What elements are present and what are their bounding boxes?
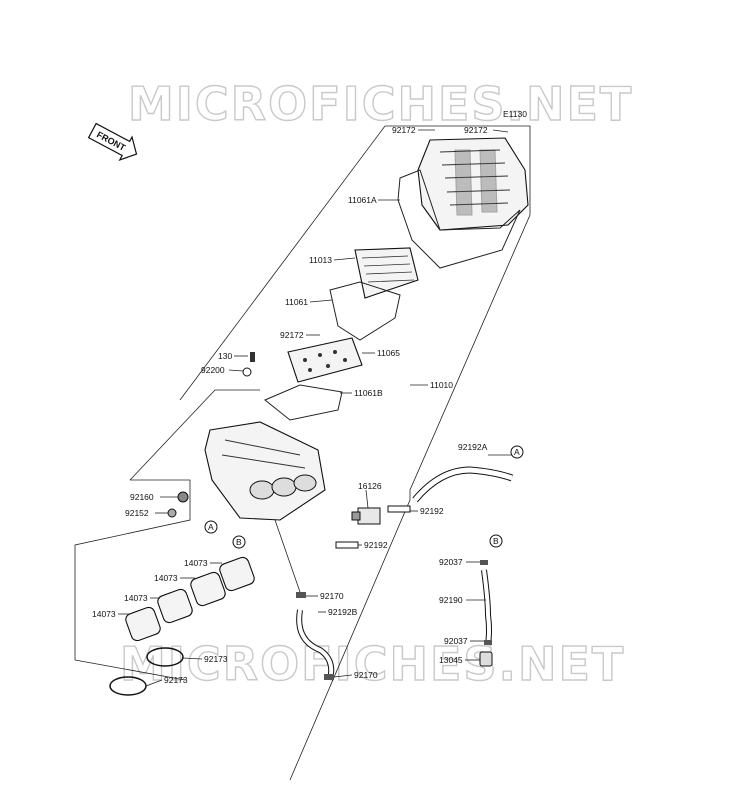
label-11013: 11013 (309, 255, 332, 265)
label-11010: 11010 (430, 380, 453, 390)
clamp-92170-b (324, 674, 334, 680)
label-92173-a: 92173 (204, 654, 228, 664)
watermark-bottom: MICROFICHES.NET (120, 637, 625, 691)
label-92037-a: 92037 (439, 557, 463, 567)
gasket-11061b (264, 384, 343, 421)
label-92192b: 92192B (328, 607, 358, 617)
ref-a1-label: A (514, 447, 520, 457)
label-92172-c: 92172 (280, 330, 304, 340)
label-92172-a: 92172 (392, 125, 416, 135)
label-11061: 11061 (285, 297, 308, 307)
watermark-top: MICROFICHES.NET (128, 77, 633, 131)
bolt-130 (242, 352, 255, 377)
assembly-frame (289, 125, 531, 781)
label-92200: 92200 (201, 365, 225, 375)
label-92192-a: 92192 (420, 506, 444, 516)
label-14073-a: 14073 (184, 558, 208, 568)
collar-92152 (167, 508, 177, 518)
ref-circle-a2 (204, 520, 218, 534)
ref-circle-a1 (510, 445, 524, 459)
label-92192-b: 92192 (364, 540, 388, 550)
cap-13045 (479, 651, 493, 667)
label-92190: 92190 (439, 595, 463, 605)
gasket-11061a (397, 169, 521, 269)
ref-circle-b2 (489, 534, 503, 548)
label-92192a: 92192A (458, 442, 488, 452)
label-14073-b: 14073 (154, 573, 178, 583)
label-11061b: 11061B (354, 388, 383, 398)
assembly-frame-left (179, 125, 386, 401)
clamp-92170-a (296, 592, 306, 598)
label-e1130: E1130 (503, 109, 527, 119)
air-cleaner-housing (204, 421, 326, 521)
label-14073-c: 14073 (124, 593, 148, 603)
clamp-92173-a (146, 647, 184, 667)
plate-11065 (287, 337, 363, 383)
label-92172-b: 92172 (464, 125, 488, 135)
label-14073-d: 14073 (92, 609, 116, 619)
clamp-92037-a (480, 560, 488, 565)
label-92170-a: 92170 (320, 591, 344, 601)
grommet-92160 (177, 491, 189, 503)
label-92170-b: 92170 (354, 670, 378, 680)
clamp-92037-b (484, 640, 492, 645)
label-92152: 92152 (125, 508, 149, 518)
label-92037-b: 92037 (444, 636, 468, 646)
label-92173-b: 92173 (164, 675, 188, 685)
ref-b1-label: B (236, 537, 242, 547)
air-cleaner-cover (417, 137, 529, 231)
label-130: 130 (218, 351, 232, 361)
label-11061a: 11061A (348, 195, 377, 205)
valve-16126 (351, 507, 381, 525)
label-13045: 13045 (439, 655, 463, 665)
hose-92192-b (335, 541, 359, 549)
ref-b2-label: B (493, 536, 499, 546)
duct-14073-group (125, 556, 255, 642)
hose-92192-a (387, 505, 411, 513)
gasket-11061 (329, 281, 401, 341)
label-92160: 92160 (130, 492, 154, 502)
ref-circle-b1 (232, 535, 246, 549)
ref-a2-label: A (208, 522, 214, 532)
leader-lines (118, 129, 512, 687)
label-16126: 16126 (358, 481, 382, 491)
label-11065: 11065 (377, 348, 400, 358)
